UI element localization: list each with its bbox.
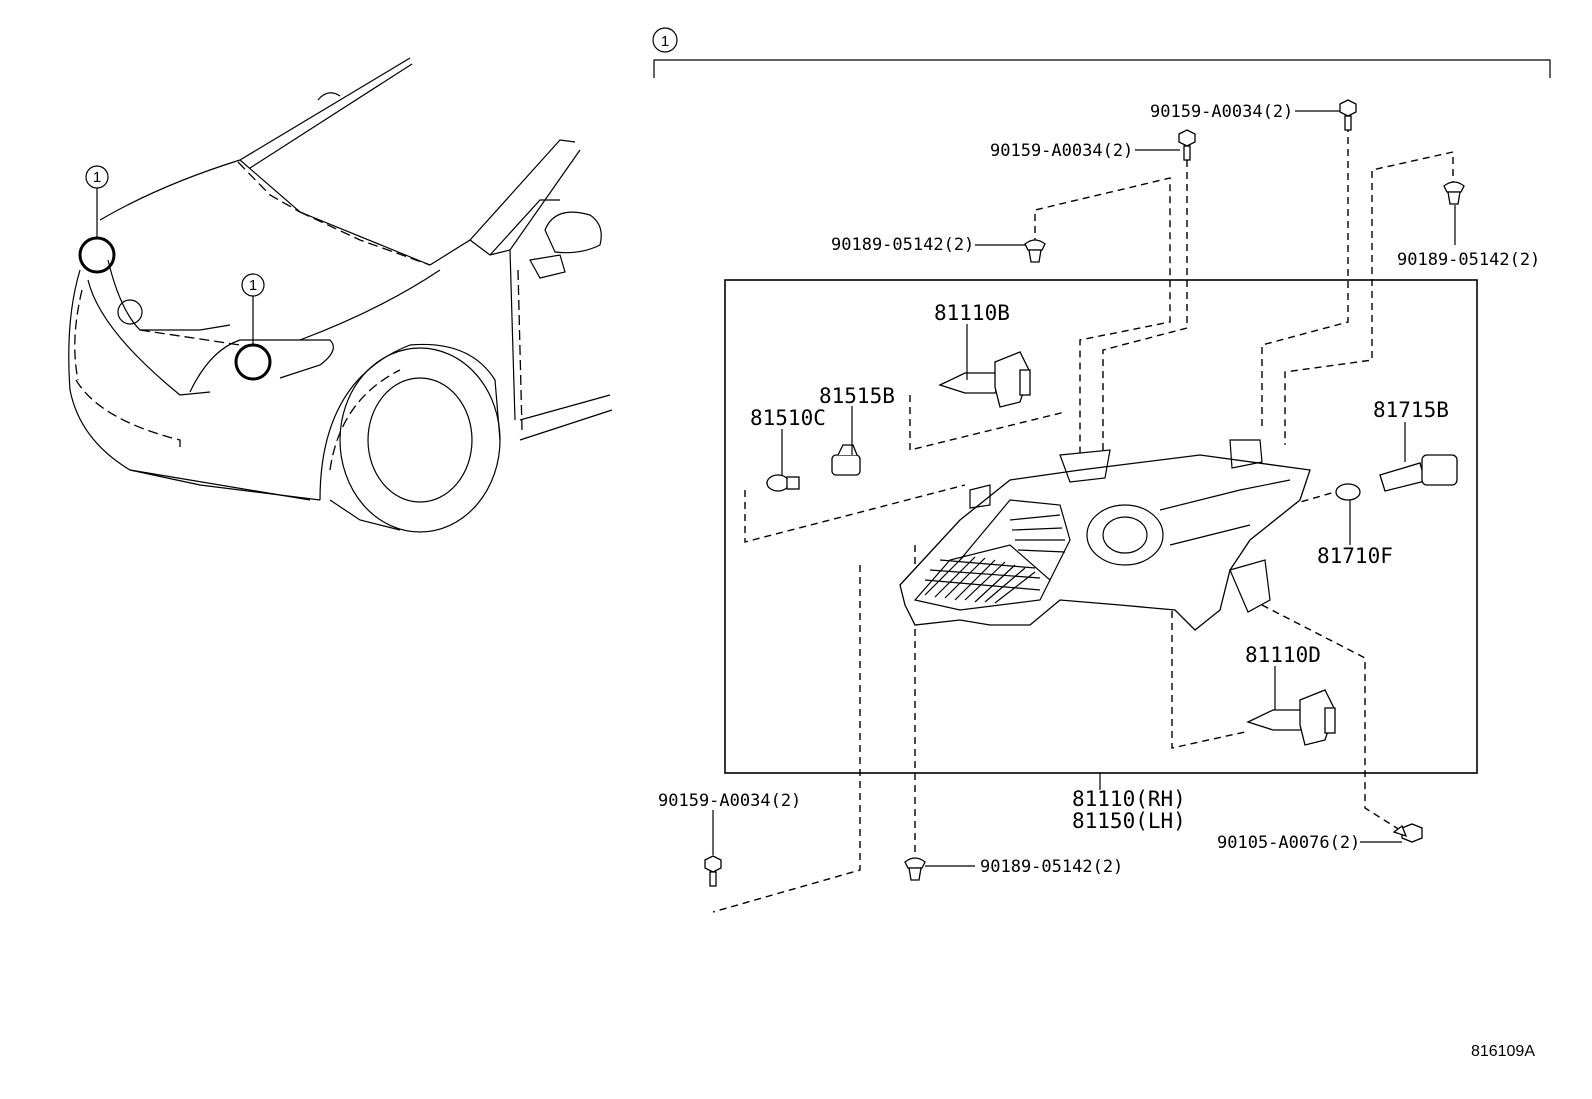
headlamp-location-marker-right bbox=[234, 343, 272, 381]
callout-number: 1 bbox=[249, 277, 257, 294]
fasteners bbox=[704, 99, 1465, 887]
label-bolt-bottom-left: 90159-A0034(2) bbox=[658, 791, 801, 811]
label-clip-top-left: 90189-05142(2) bbox=[831, 235, 974, 255]
clip-icon bbox=[1443, 181, 1465, 205]
label-leaders bbox=[712, 110, 1456, 867]
part-labels: 90159-A0034(2) 90159-A0034(2) 90189-0514… bbox=[658, 102, 1540, 877]
label-bulb-81110d: 81110D bbox=[1245, 643, 1321, 667]
label-screw-bottom-right: 90105-A0076(2) bbox=[1217, 833, 1360, 853]
label-assembly-rh: 81110(RH) bbox=[1072, 787, 1186, 811]
label-clip-bottom: 90189-05142(2) bbox=[980, 857, 1123, 877]
socket-81515b-icon bbox=[831, 444, 861, 476]
label-bulb-81710f: 81710F bbox=[1317, 544, 1393, 568]
figure-reference: 816109A bbox=[1471, 1043, 1535, 1060]
bolt-icon bbox=[1178, 129, 1196, 161]
vehicle-front-illustration: 1 1 bbox=[68, 57, 613, 533]
callout-number: 1 bbox=[93, 169, 101, 186]
headlamp-assembly-icon bbox=[899, 439, 1311, 631]
headlamp-location-marker-left bbox=[78, 236, 116, 274]
callout-circle bbox=[85, 165, 109, 189]
callout-number: 1 bbox=[661, 33, 669, 50]
label-assembly-lh: 81150(LH) bbox=[1072, 809, 1186, 833]
label-socket-81515b: 81515B bbox=[819, 384, 895, 408]
label-bulb-81510c: 81510C bbox=[750, 406, 826, 430]
headlamp-assembly-box bbox=[724, 279, 1478, 774]
callout-circle bbox=[652, 27, 678, 53]
clip-icon bbox=[904, 857, 926, 881]
clip-icon bbox=[1024, 239, 1046, 263]
bolt-icon bbox=[704, 855, 722, 887]
label-socket-81715b: 81715B bbox=[1373, 398, 1449, 422]
screw-icon bbox=[1392, 823, 1423, 843]
label-bulb-81110b: 81110B bbox=[934, 301, 1010, 325]
socket-81715b-icon bbox=[1379, 454, 1458, 492]
bulbs-and-sockets bbox=[766, 351, 1458, 746]
bulb-81710f-icon bbox=[1335, 483, 1361, 501]
label-bolt-top: 90159-A0034(2) bbox=[990, 141, 1133, 161]
assembly-bracket: 1 bbox=[652, 27, 1551, 78]
bulb-81110b-icon bbox=[938, 351, 1031, 408]
label-clip-top-right: 90189-05142(2) bbox=[1397, 250, 1540, 270]
bolt-icon bbox=[1339, 99, 1357, 131]
label-bolt-top-right: 90159-A0034(2) bbox=[1150, 102, 1293, 122]
callout-circle bbox=[241, 273, 265, 297]
bulb-81510c-icon bbox=[766, 474, 800, 492]
bulb-81110d-icon bbox=[1246, 689, 1336, 746]
